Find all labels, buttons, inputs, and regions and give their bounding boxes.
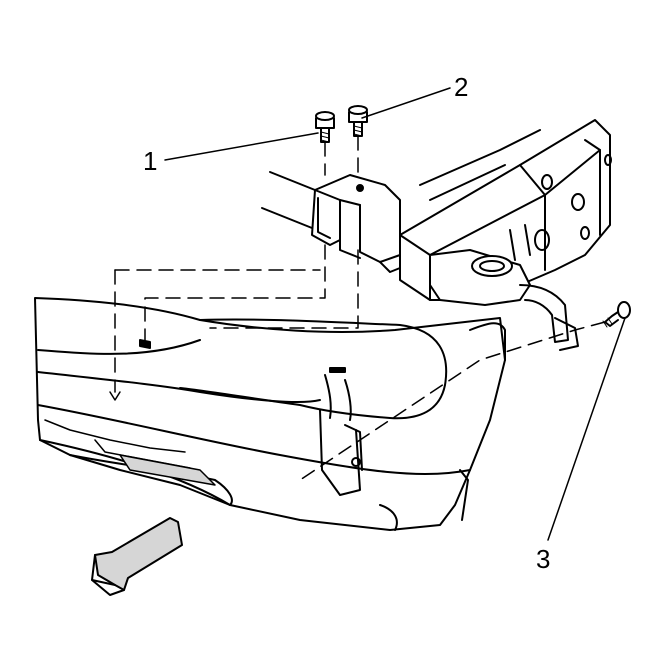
- leader-2: [361, 87, 451, 119]
- callout-label-1: 1: [143, 146, 158, 176]
- bumper-mounting-bracket: [261, 171, 401, 273]
- leader-3: [547, 317, 626, 541]
- install-guide-lines: [114, 135, 606, 481]
- bolt-2: [348, 105, 368, 137]
- bolt-1: [315, 111, 335, 143]
- bolt-3: [602, 301, 631, 328]
- front-direction-arrow-icon: [91, 517, 183, 596]
- bumper-fascia: [34, 297, 506, 531]
- callout-leaders: [164, 87, 626, 541]
- frame-hole: [571, 193, 585, 211]
- callout-label-3: 3: [536, 544, 551, 574]
- callout-label-2: 2: [454, 72, 469, 102]
- tow-hook-ring: [471, 255, 513, 277]
- leader-1: [164, 132, 319, 161]
- frame-hole: [541, 174, 553, 190]
- frame-hole: [534, 229, 550, 251]
- frame-hole: [580, 226, 590, 240]
- tow-hook-bracket: [429, 249, 579, 351]
